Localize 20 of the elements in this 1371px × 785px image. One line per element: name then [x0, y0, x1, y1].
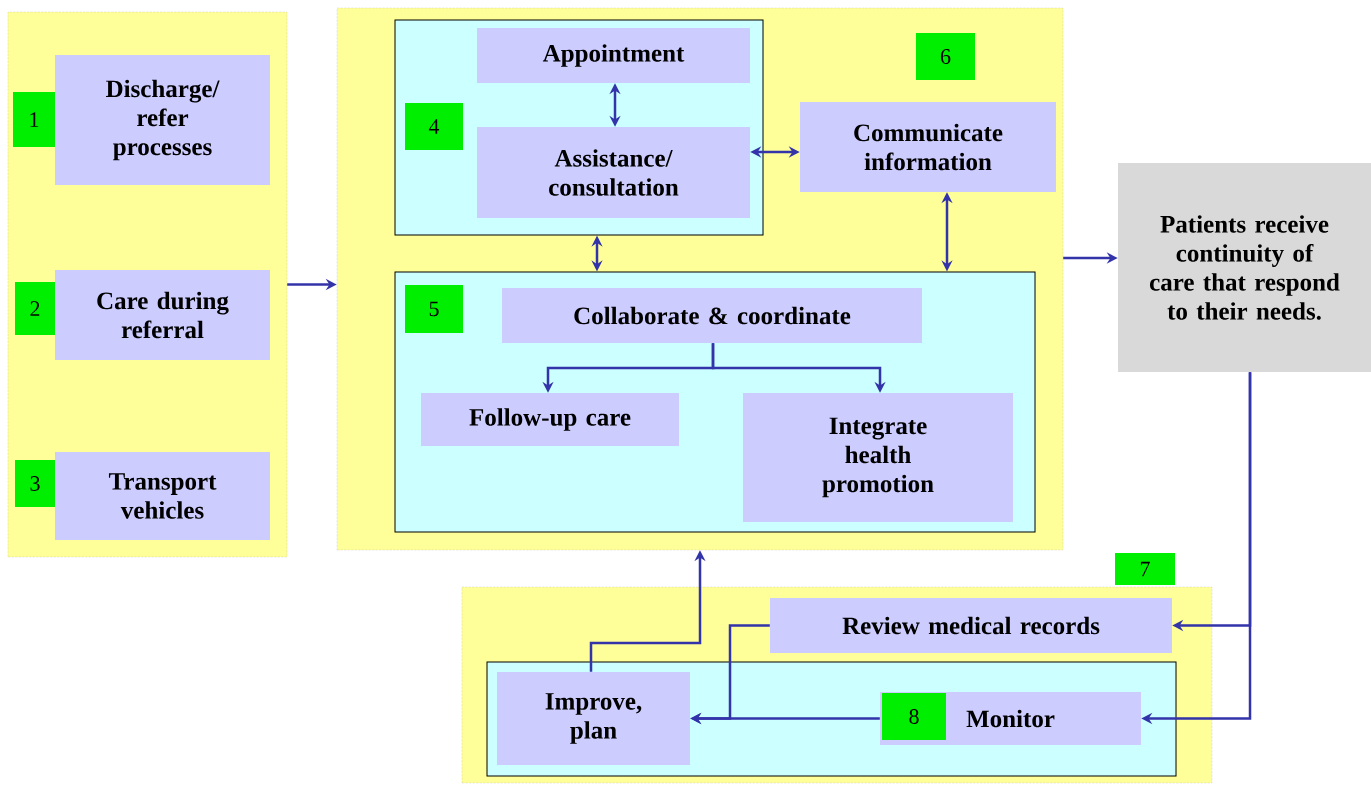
number-badge: 2 [15, 282, 55, 335]
process-box: Integrate health promotion [743, 393, 1013, 522]
process-box: Improve, plan [497, 672, 690, 765]
number-badge: 7 [1115, 553, 1175, 585]
process-box: Transport vehicles [55, 452, 270, 540]
process-box: Review medical records [770, 598, 1172, 653]
number-badge: 1 [13, 92, 55, 147]
number-badge: 4 [405, 103, 463, 150]
process-box: Discharge/ refer processes [55, 55, 270, 185]
process-box: Collaborate & coordinate [502, 288, 922, 343]
process-box: Follow-up care [421, 393, 679, 446]
number-badge: 3 [15, 460, 55, 507]
number-badge: 6 [916, 33, 975, 80]
outcome-box: Patients receive continuity of care that respond to their needs. [1118, 163, 1371, 372]
process-box: Communicate information [800, 102, 1056, 192]
number-badge: 5 [405, 285, 463, 333]
number-badge: 8 [882, 693, 946, 740]
process-box: Assistance/ consultation [477, 127, 750, 218]
process-box: Care during referral [55, 270, 270, 360]
process-box: Appointment [477, 28, 750, 83]
